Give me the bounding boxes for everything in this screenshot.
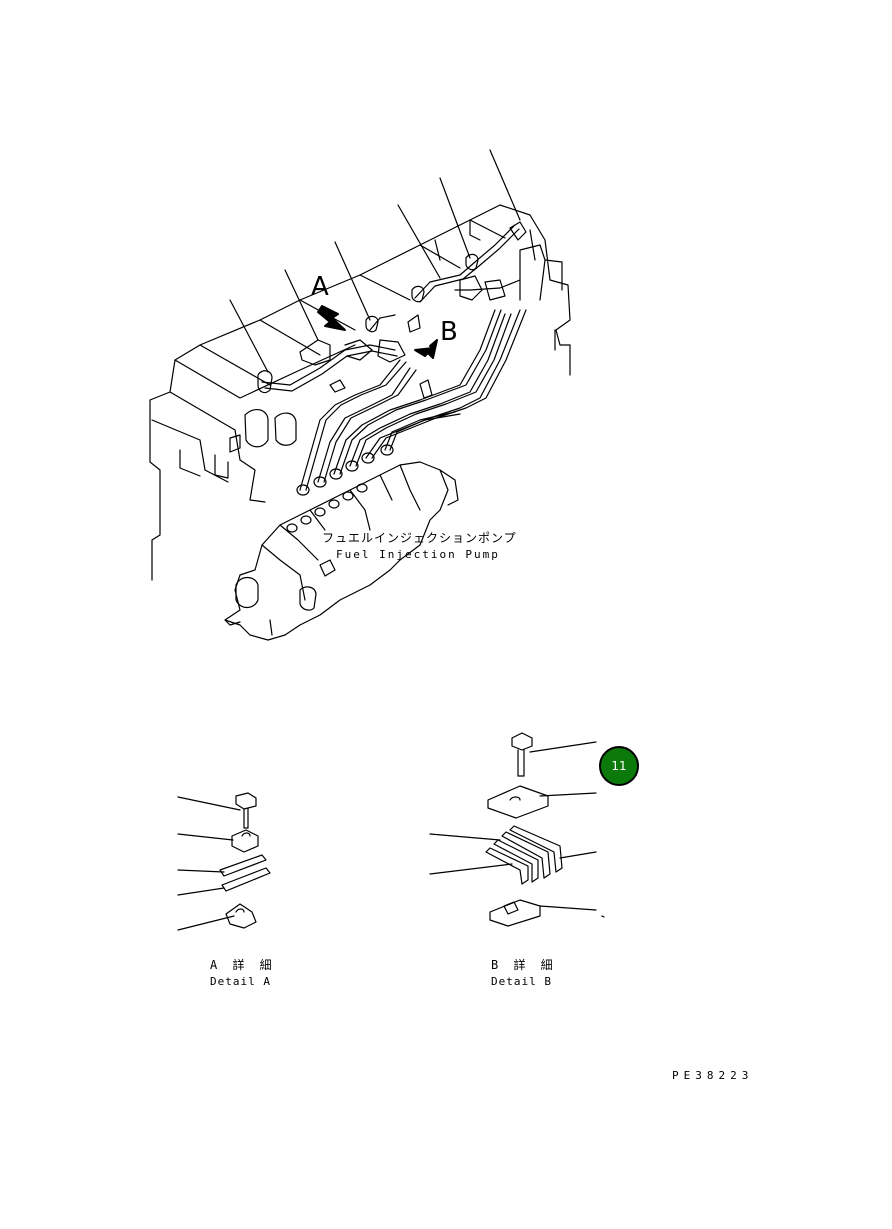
fuel-injection-pump xyxy=(224,461,459,641)
upper-leader-lines xyxy=(229,149,521,373)
part-number-badge[interactable]: 11 xyxy=(599,746,639,786)
pump-label-en: Fuel Injection Pump xyxy=(336,548,500,561)
drawing-number: PE38223 xyxy=(672,1069,754,1082)
callout-arrows xyxy=(317,305,438,359)
detail-a-parts xyxy=(177,792,271,931)
detail-b-title-jp: B 詳 細 xyxy=(491,958,557,972)
pump-label-jp: フュエルインジェクションポンプ xyxy=(322,531,517,545)
detail-b-title-en: Detail B xyxy=(491,975,552,988)
callout-label-a: A xyxy=(311,272,329,302)
fuel-injection-lines xyxy=(257,221,527,491)
engine-block xyxy=(149,204,571,581)
detail-b-parts xyxy=(429,732,605,927)
callout-label-b: B xyxy=(440,317,458,347)
detail-a-title-en: Detail A xyxy=(210,975,271,988)
pump-outlet-fittings xyxy=(296,444,394,496)
detail-a-title-jp: A 詳 細 xyxy=(210,958,276,972)
